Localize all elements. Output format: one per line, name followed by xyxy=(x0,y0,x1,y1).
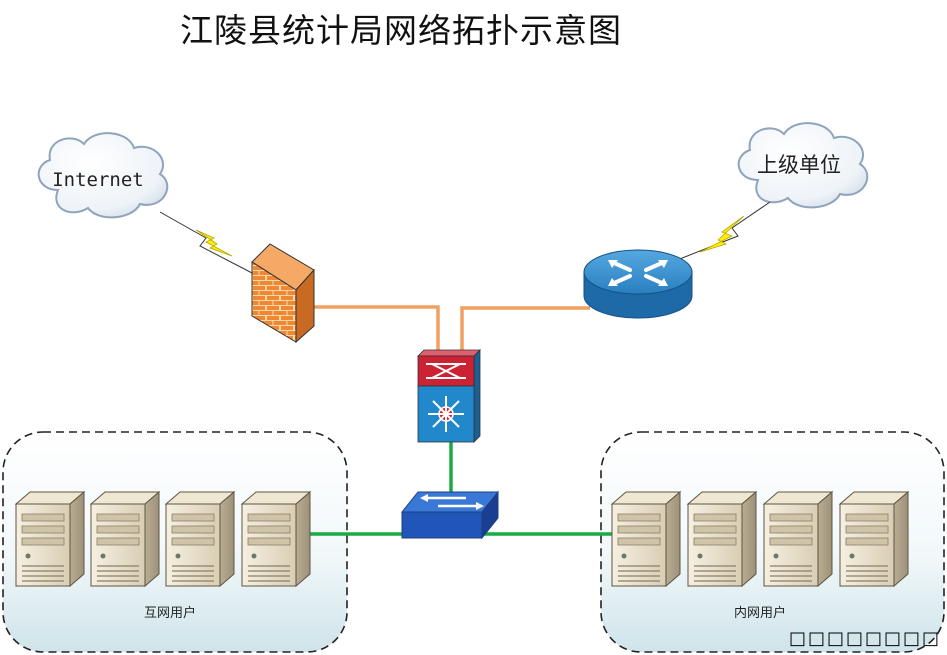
server-icon xyxy=(611,491,681,587)
footer-garbled-text: □□□□□□□□ xyxy=(788,628,941,649)
server-icon xyxy=(90,491,160,587)
firewall-icon xyxy=(251,243,315,344)
server-icon xyxy=(763,491,833,587)
internal-users-label: 内网用户 xyxy=(734,605,786,621)
server-icon xyxy=(15,491,85,587)
server-icon xyxy=(165,491,235,587)
server-icon xyxy=(839,491,909,587)
upper-unit-cloud-label: 上级单位 xyxy=(757,153,841,177)
router-icon xyxy=(583,249,693,319)
internet-cloud-label: Internet xyxy=(52,169,144,191)
core-switch-icon xyxy=(417,349,481,443)
links xyxy=(310,305,612,536)
external-users-label: 互网用户 xyxy=(144,605,196,621)
router-core-link xyxy=(460,306,590,352)
server-icon xyxy=(687,491,757,587)
switch-icon xyxy=(400,490,500,540)
lightning-icon xyxy=(159,211,255,275)
firewall-core-link xyxy=(312,305,440,352)
diagram-title: 江陵县统计局网络拓扑示意图 xyxy=(180,11,622,50)
lightning-icon xyxy=(671,201,771,263)
server-icon xyxy=(241,491,311,587)
